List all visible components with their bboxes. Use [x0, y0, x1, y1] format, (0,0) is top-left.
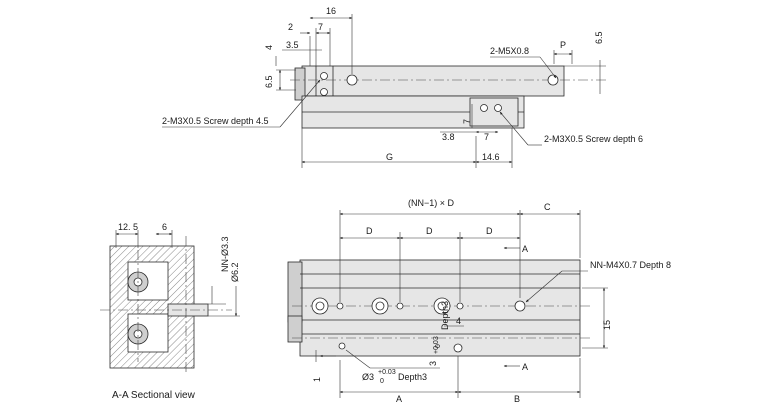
top-view-end-plate — [294, 67, 306, 101]
dim-g: G — [386, 152, 393, 162]
pin-tol-up: +0.03 — [378, 369, 396, 376]
dim-tol-up: +0.03 — [433, 336, 440, 354]
dim-p: P — [560, 40, 566, 50]
dim-2: 2 — [288, 22, 293, 32]
front-view: (NN−1) × D C D D D A A NN-M4X0.7 Depth 8… — [287, 198, 671, 404]
section-marker-a-top: A — [522, 244, 528, 254]
pin-hole — [453, 343, 463, 353]
dim-tol-3: 3 — [428, 361, 438, 366]
m3-hole-lower-2 — [494, 104, 502, 112]
dim-nn-1-d: (NN−1) × D — [408, 198, 455, 208]
m3-hole-left-2 — [320, 88, 328, 96]
dim-a: A — [396, 394, 402, 404]
dim-b: B — [514, 394, 520, 404]
small-hole-3 — [456, 302, 464, 310]
dim-3-5: 3.5 — [286, 40, 299, 50]
dim-7-lower2: 7 — [484, 132, 489, 142]
small-hole-2 — [396, 302, 404, 310]
top-view: 16 2 7 3.5 4 6.5 2-M5X0.8 P 6.5 2-M3X0.5… — [162, 6, 643, 168]
section-marker-a-bottom: A — [522, 362, 528, 372]
m3-left-callout: 2-M3X0.5 Screw depth 4.5 — [162, 116, 269, 126]
dim-d-1: D — [366, 226, 373, 236]
dim-6-5-left: 6.5 — [264, 75, 274, 88]
dim-1-small: 1 — [312, 377, 322, 382]
m5-hole-left — [346, 74, 358, 86]
m3-hole-lower-1 — [480, 104, 488, 112]
dim-12-5: 12. 5 — [118, 222, 138, 232]
dim-d-2: D — [426, 226, 433, 236]
pin-hole-small — [338, 342, 346, 350]
dim-d-3: D — [486, 226, 493, 236]
dim-3-8: 3.8 — [442, 132, 455, 142]
dim-tol-lo: 0 — [435, 344, 442, 348]
section-caption: A-A Sectional view — [112, 390, 196, 401]
m3-hole-left-1 — [320, 72, 328, 80]
top-view-carriage-block — [469, 97, 519, 127]
front-view-end-plate — [287, 261, 303, 323]
m5-callout: 2-M5X0.8 — [490, 46, 529, 56]
dim-nn-d3-3: NN-Ø3.3 — [220, 236, 230, 272]
top-view-slide-body — [301, 65, 565, 97]
front-view-lower-plate — [287, 315, 303, 343]
dim-7-lower: 7 — [462, 119, 472, 124]
pin-depth: Depth3 — [398, 372, 427, 382]
dim-7: 7 — [318, 22, 323, 32]
pin-tol-lo: 0 — [380, 378, 384, 385]
dim-d6-2: Ø6.2 — [230, 262, 240, 282]
dim-4-small: 4 — [456, 316, 461, 326]
m5-hole-right — [547, 74, 559, 86]
m4-hole-4 — [514, 300, 526, 312]
small-hole-1 — [336, 302, 344, 310]
dim-4: 4 — [264, 45, 274, 50]
dim-depth3: Depth3 — [440, 301, 450, 330]
dim-6-5-right: 6.5 — [594, 31, 604, 44]
section-view: 12. 5 6 NN-Ø3.3 Ø6.2 A-A Sectional view — [100, 222, 240, 401]
m3-right-callout: 2-M3X0.5 Screw depth 6 — [544, 134, 643, 144]
pin-diameter: Ø3 — [362, 372, 374, 382]
dim-6: 6 — [162, 222, 167, 232]
dim-16: 16 — [326, 6, 336, 16]
dim-c: C — [544, 202, 551, 212]
m4-callout: NN-M4X0.7 Depth 8 — [590, 260, 671, 270]
dim-15: 15 — [602, 320, 612, 330]
dim-14-6: 14.6 — [482, 152, 500, 162]
